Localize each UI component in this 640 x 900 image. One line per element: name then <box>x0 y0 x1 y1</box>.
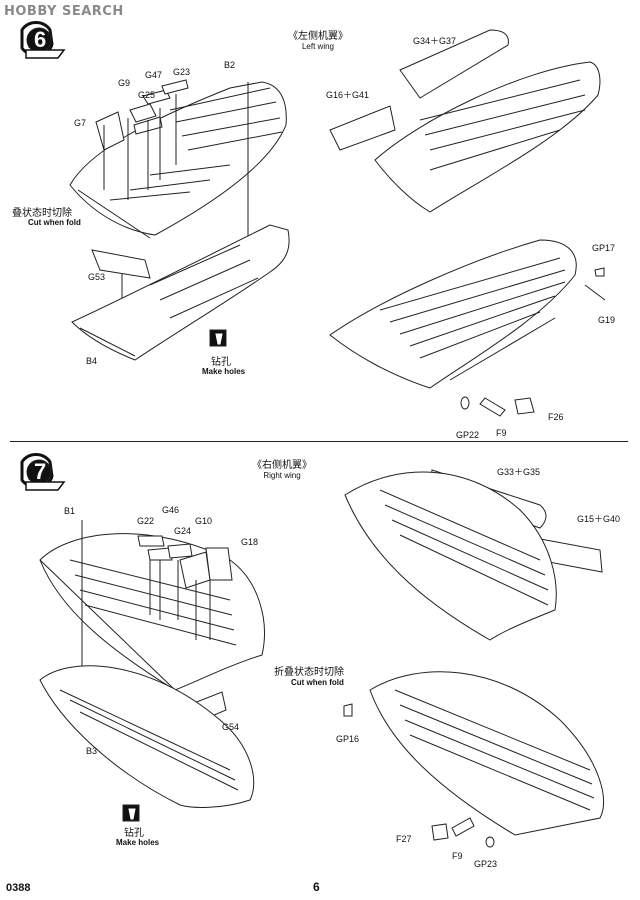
page-number: 6 <box>313 880 320 894</box>
part-label-gp22: GP22 <box>456 430 480 440</box>
part-label-g34-g37: G34＋G37 <box>413 36 457 46</box>
make-holes-en-6: Make holes <box>202 367 246 376</box>
part-label-g18: G18 <box>241 537 259 547</box>
part-label-gp17: GP17 <box>592 243 616 253</box>
left-wing-small-parts <box>95 79 189 151</box>
left-wing-lower-b4 <box>71 224 290 361</box>
right-wing-lower-b3 <box>39 665 255 808</box>
step-7-title-en: Right wing <box>263 471 301 480</box>
step-divider <box>10 441 628 442</box>
part-label-b2: B2 <box>224 60 236 70</box>
make-holes-cn-7: 钻孔 <box>124 828 144 839</box>
part-label-g46: G46 <box>162 505 180 515</box>
part-label-g25: G25 <box>138 90 156 100</box>
cut-when-fold-cn-6: 叠状态时切除 <box>12 208 72 219</box>
drill-icon-7 <box>122 804 140 822</box>
step-6-badge <box>20 21 66 59</box>
part-label-g10: G10 <box>195 516 213 526</box>
part-label-g33-g35: G33＋G35 <box>497 467 541 477</box>
step-7-word: STEP <box>28 475 47 482</box>
step-6-number: 6 <box>34 27 47 52</box>
make-holes-cn-6: 钻孔 <box>211 357 231 368</box>
right-wing-flap-assembly <box>344 469 603 641</box>
make-holes-en-7: Make holes <box>116 838 160 847</box>
part-label-f9-6: F9 <box>496 428 507 438</box>
step-7-number: 7 <box>34 459 47 484</box>
right-wing-small-parts <box>137 535 233 589</box>
part-label-g9: G9 <box>118 78 131 88</box>
part-label-f9-7: F9 <box>452 851 463 861</box>
part-label-f26: F26 <box>548 412 564 422</box>
cut-when-fold-en-6: Cut when fold <box>28 218 81 227</box>
part-label-g16-g41: G16＋G41 <box>326 90 370 100</box>
part-label-g24: G24 <box>174 526 192 536</box>
cut-when-fold-cn-7: 折叠状态时切除 <box>274 667 344 678</box>
drill-icon-6 <box>209 329 227 347</box>
step-6-word: STEP <box>28 43 47 50</box>
left-wing-assembled <box>329 239 606 417</box>
part-label-b4: B4 <box>86 356 98 366</box>
part-label-b3: B3 <box>86 746 98 756</box>
step-7-badge <box>20 453 66 491</box>
step-7-title-cn: 《右侧机翼》 <box>252 460 312 471</box>
part-label-g19: G19 <box>598 315 616 325</box>
part-label-gp16: GP16 <box>336 734 360 744</box>
right-wing-assembled <box>343 671 605 848</box>
part-label-f27: F27 <box>396 834 412 844</box>
part-label-g47: G47 <box>145 70 163 80</box>
part-label-g23: G23 <box>173 67 191 77</box>
part-label-g15-g40: G15＋G40 <box>577 514 621 524</box>
step-6-title-en: Left wing <box>301 42 335 51</box>
part-label-g7: G7 <box>74 118 87 128</box>
part-g53 <box>91 249 151 279</box>
cut-when-fold-en-7: Cut when fold <box>291 678 344 687</box>
product-code: 0388 <box>6 882 31 894</box>
watermark-logo: HOBBY SEARCH <box>4 4 124 19</box>
left-wing-flap-assembly <box>329 29 601 213</box>
part-label-g22: G22 <box>137 516 155 526</box>
step-6-title-cn: 《左侧机翼》 <box>288 31 348 42</box>
part-label-gp23: GP23 <box>474 859 498 869</box>
part-label-g53: G53 <box>88 272 106 282</box>
part-label-b1: B1 <box>64 506 76 516</box>
part-label-g54: G54 <box>222 722 240 732</box>
left-wing-upper-b2 <box>69 81 287 239</box>
